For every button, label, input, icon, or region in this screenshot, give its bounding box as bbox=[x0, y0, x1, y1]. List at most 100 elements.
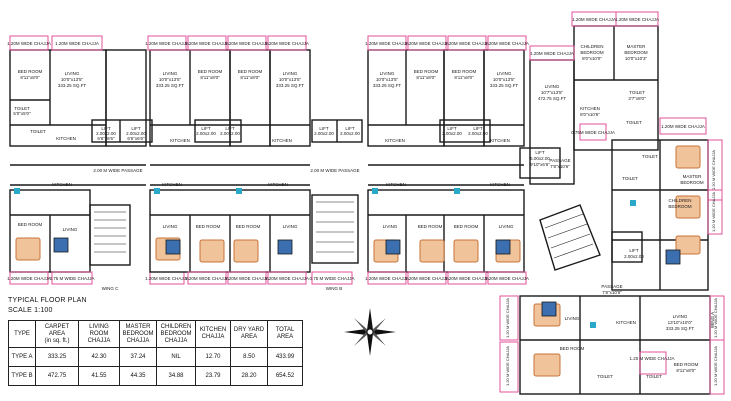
room-area: 333.25 SQ.FT bbox=[373, 83, 402, 88]
room-name: TOILET bbox=[622, 176, 638, 181]
room-name: BED ROOM bbox=[414, 69, 439, 74]
room-name: KITCHEN bbox=[162, 182, 182, 187]
chajja-label: 1.20 M WIDE CHAJJA bbox=[505, 298, 510, 338]
room-name: LIVING bbox=[673, 314, 688, 319]
lift-label: LIFT bbox=[101, 126, 111, 131]
room-name: KITCHEN bbox=[386, 182, 406, 187]
room-name: LIVING bbox=[283, 71, 298, 76]
plan-title: TYPICAL FLOOR PLAN bbox=[8, 297, 87, 304]
table-row: TYPE A 333.25 42.30 37.24 NIL 12.70 8.50… bbox=[8, 347, 303, 367]
table-cell: 472.75 bbox=[35, 366, 79, 386]
room-name: KITCHEN bbox=[56, 136, 76, 141]
room-name: KITCHEN bbox=[580, 106, 600, 111]
room-dim: 10'7"x13'5" bbox=[541, 90, 564, 95]
passage-label: 2.00 M WIDE PASSAGE bbox=[310, 168, 359, 173]
table-cell: 333.25 bbox=[35, 347, 79, 367]
room-name: TOILET bbox=[30, 129, 46, 134]
lift-label: LIFT bbox=[535, 150, 545, 155]
plan-scale: SCALE 1:100 bbox=[8, 307, 53, 314]
north-compass-icon bbox=[344, 308, 396, 356]
room-name: LIVING bbox=[163, 71, 178, 76]
room-dim: 10'0"x13'5" bbox=[493, 77, 516, 82]
passage-label: PASSAGE bbox=[549, 158, 570, 163]
passage-label: 2.00 M WIDE PASSAGE bbox=[93, 168, 142, 173]
vertical-chajja-labels: 1.20 M WIDE CHAJJA 1.20 M WIDE CHAJJA 1.… bbox=[505, 150, 718, 386]
lift-label: LIFT bbox=[225, 126, 235, 131]
room-dim: 8'11"x8'0" bbox=[200, 75, 220, 80]
room-name: BED ROOM bbox=[196, 224, 221, 229]
room-name: LIVING bbox=[565, 316, 580, 321]
dining-tables bbox=[53, 237, 681, 317]
chajja-label: 1.20M WIDE CHAJJA bbox=[265, 41, 309, 46]
chajja-label: 1.20 M WIDE CHAJJA bbox=[505, 346, 510, 386]
chajja-label: 1.20M WIDE CHAJJA bbox=[7, 276, 51, 281]
room-name: BED ROOM bbox=[238, 69, 263, 74]
chajja-label: 1.20M WIDE CHAJJA bbox=[405, 41, 449, 46]
room-dim: 8'11"x8'0" bbox=[454, 75, 474, 80]
chajja-label: 1.20M WIDE CHAJJA bbox=[485, 41, 529, 46]
room-name: BED ROOM bbox=[674, 362, 699, 367]
room-name: BED ROOM bbox=[418, 224, 443, 229]
room-name: BED ROOM bbox=[560, 346, 585, 351]
room-name: CHILDREN bbox=[668, 198, 691, 203]
room-name: LIVING bbox=[163, 224, 178, 229]
lift-dim: 9'10"x6'6" bbox=[530, 162, 550, 167]
room-name: LIVING bbox=[383, 224, 398, 229]
chajja-label: 1.20M WIDE CHAJJA bbox=[265, 276, 309, 281]
lift-dim: 2.00x2.00 bbox=[468, 131, 488, 136]
table-cell: 654.52 bbox=[267, 366, 303, 386]
chajja-label: 1.20M WIDE CHAJJA bbox=[405, 276, 449, 281]
chajja-label: 1.20 M WIDE CHAJJA bbox=[713, 298, 718, 338]
wing-label: WING A bbox=[710, 312, 715, 328]
lift-label: LIFT bbox=[319, 126, 329, 131]
room-dim: 8'11"x8'0" bbox=[676, 368, 696, 373]
room-name: LIVING bbox=[545, 84, 560, 89]
wing-a-chajjas bbox=[367, 11, 725, 395]
chajja-label: 1.20M WIDE CHAJJA bbox=[185, 41, 229, 46]
room-name: LIVING bbox=[65, 71, 80, 76]
lift-dim: 2.00x2.00 bbox=[126, 131, 146, 136]
room-name: BEDROOM bbox=[668, 204, 692, 209]
room-name: BEDROOM bbox=[580, 50, 604, 55]
room-dim: 8'11"x8'0" bbox=[240, 75, 260, 80]
chajja-label: 1.20M WIDE CHAJJA bbox=[55, 41, 99, 46]
lift-dim: 2.00x2.00 bbox=[340, 131, 360, 136]
chajja-label: 1.20M WIDE CHAJJA bbox=[365, 41, 409, 46]
room-name: BEDROOM bbox=[624, 50, 648, 55]
lift-label: LIFT bbox=[447, 126, 457, 131]
wing-b-chajjas bbox=[147, 35, 353, 285]
table-cell: 12.70 bbox=[195, 347, 231, 367]
room-name: TOILET bbox=[626, 120, 642, 125]
room-name: MASTER bbox=[627, 44, 647, 49]
room-labels: 1.20M WIDE CHAJJA 1.20M WIDE CHAJJA 1.20… bbox=[7, 17, 715, 379]
table-cell: NIL bbox=[156, 347, 196, 367]
room-name: KITCHEN bbox=[490, 182, 510, 187]
table-cell: 37.24 bbox=[119, 347, 157, 367]
room-dim: 10'0"x13'5" bbox=[159, 77, 182, 82]
table-cell: 34.88 bbox=[156, 366, 196, 386]
room-area: 333.25 SQ.FT bbox=[666, 326, 695, 331]
room-name: KITCHEN bbox=[272, 138, 292, 143]
chajja-label: 1.20M WIDE CHAJJA bbox=[615, 17, 659, 22]
col-type: TYPE bbox=[8, 320, 36, 348]
room-dim: 8'11"x8'0" bbox=[20, 75, 40, 80]
room-dim: 3'7"x8'0" bbox=[628, 96, 646, 101]
chajja-label: 1.20M WIDE CHAJJA bbox=[530, 51, 574, 56]
room-dim: 10'0"x13'5" bbox=[279, 77, 302, 82]
chajja-label: 1.20M WIDE CHAJJA bbox=[572, 17, 616, 22]
wing-label: WING B bbox=[326, 286, 343, 291]
table-cell: 42.30 bbox=[78, 347, 120, 367]
col-carpet-area: CARPET AREA(in sq. ft.) bbox=[35, 320, 79, 348]
lift-label: LIFT bbox=[201, 126, 211, 131]
chajja-label: 1.20M WIDE CHAJJA bbox=[445, 276, 489, 281]
chajja-label: 1.20M WIDE CHAJJA bbox=[661, 124, 705, 129]
area-table: TYPE CARPET AREA(in sq. ft.) LIVING ROOM… bbox=[8, 320, 303, 386]
chajja-label: 1.20M WIDE CHAJJA bbox=[485, 276, 529, 281]
room-name: BED ROOM bbox=[452, 69, 477, 74]
table-cell: TYPE B bbox=[8, 366, 36, 386]
room-dim: 8'0"x10'0" bbox=[582, 56, 602, 61]
